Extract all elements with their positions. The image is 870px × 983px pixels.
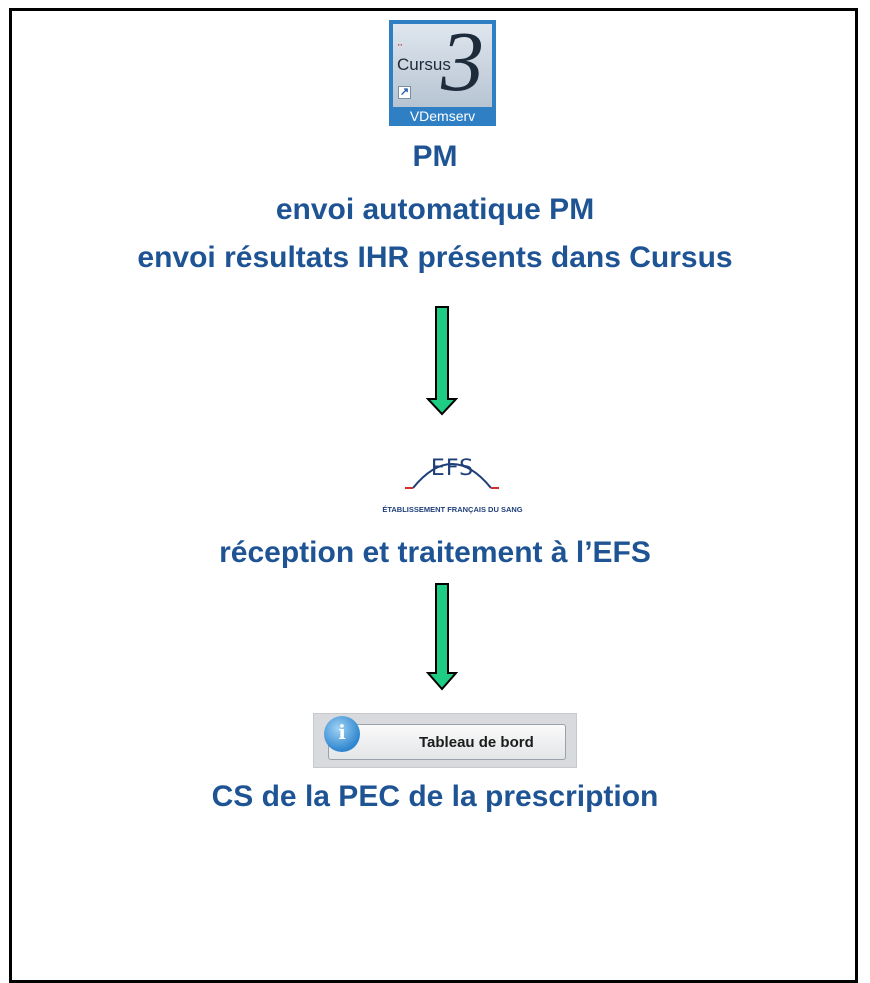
efs-logo-arc-icon bbox=[405, 463, 499, 489]
down-arrow-icon bbox=[426, 583, 458, 691]
dashboard-button[interactable]: Tableau de bord bbox=[328, 724, 566, 760]
efs-logo: EFS ÉTABLISSEMENT FRANÇAIS DU SANG bbox=[369, 446, 536, 518]
down-arrow-icon bbox=[426, 306, 458, 416]
app-icon-number: 3 bbox=[441, 13, 484, 109]
cursus-app-icon[interactable]: ̈Cursus 3 ↗ VDemserv bbox=[389, 13, 496, 126]
efs-logo-subtitle: ÉTABLISSEMENT FRANÇAIS DU SANG bbox=[382, 505, 523, 514]
dashboard-button-panel: Tableau de bord i bbox=[313, 713, 577, 768]
app-icon-label: VDemserv bbox=[409, 108, 476, 124]
step1-line1: envoi automatique PM bbox=[275, 193, 595, 226]
step1-line2: envoi résultats IHR présents dans Cursus bbox=[137, 241, 733, 274]
dashboard-button-label: Tableau de bord bbox=[419, 734, 534, 751]
app-icon-name: ̈Cursus bbox=[397, 55, 451, 74]
info-icon: i bbox=[324, 716, 360, 752]
step2-text: réception et traitement à l’EFS bbox=[219, 536, 651, 569]
step1-title: PM bbox=[412, 140, 458, 173]
shortcut-arrow-icon: ↗ bbox=[398, 86, 411, 99]
efs-logo-word: EFS bbox=[430, 456, 475, 481]
step3-text: CS de la PEC de la prescription bbox=[211, 780, 659, 813]
